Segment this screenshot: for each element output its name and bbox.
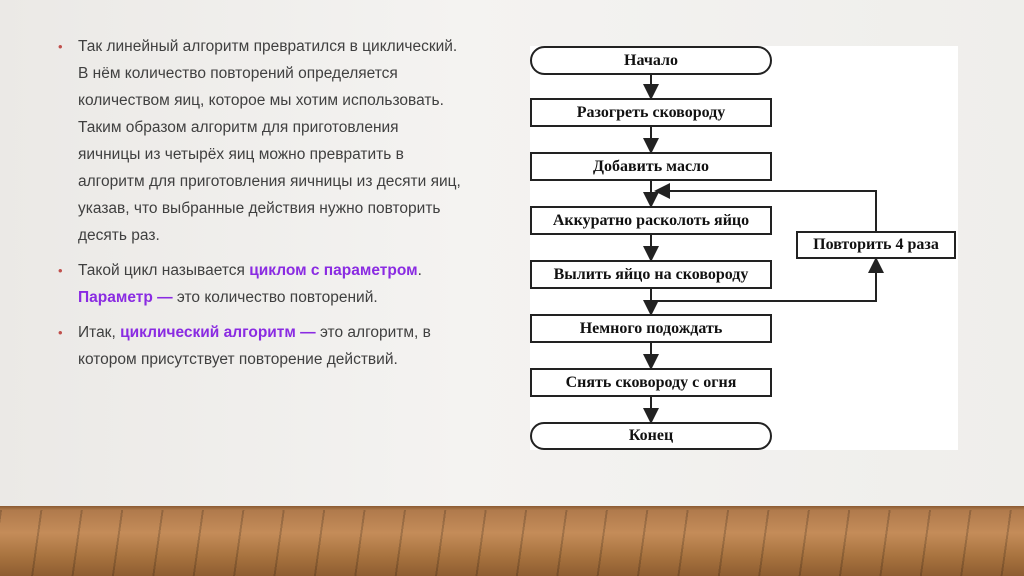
text-block: • Так линейный алгоритм превратился в ци… xyxy=(58,33,463,381)
paragraph-3: • Итак, циклический алгоритм — это алгор… xyxy=(58,319,463,373)
flow-step-6: Снять сковороду с огня xyxy=(530,368,772,397)
flow-end: Конец xyxy=(530,422,772,450)
arrow-loop-return xyxy=(651,257,884,302)
paragraph-3-text-b: это алгоритм, в котором присутствует пов… xyxy=(78,324,431,368)
flow-end-label: Конец xyxy=(628,427,674,444)
floor-edge xyxy=(0,506,1024,512)
flow-step-3-label: Аккуратно расколоть яйцо xyxy=(552,211,750,229)
flow-step-2-label: Добавить масло xyxy=(592,157,710,175)
paragraph-2-text-a: Такой цикл называется xyxy=(78,262,250,279)
flow-step-5-label: Немного подождать xyxy=(579,319,723,337)
paragraph-1: • Так линейный алгоритм превратился в ци… xyxy=(58,33,463,249)
wooden-floor xyxy=(0,510,1024,576)
paragraph-2-text-b: . xyxy=(417,262,422,279)
flow-step-3: Аккуратно расколоть яйцо xyxy=(530,206,772,235)
flowchart-arrows xyxy=(643,75,884,424)
flowchart-panel: Начало Разогреть сковороду Добавить масл… xyxy=(530,46,958,450)
bullet-icon: • xyxy=(58,39,63,54)
paragraph-3-text-a: Итак, xyxy=(78,324,121,341)
flow-start: Начало xyxy=(530,46,772,75)
bullet-icon: • xyxy=(58,325,63,340)
flow-step-4: Вылить яйцо на сковороду xyxy=(530,260,772,289)
paragraph-2: • Такой цикл называется циклом с парамет… xyxy=(58,257,463,311)
flow-step-5: Немного подождать xyxy=(530,314,772,343)
arrow-loop-back xyxy=(654,183,877,231)
bullet-icon: • xyxy=(58,263,63,278)
flow-step-6-label: Снять сковороду с огня xyxy=(565,373,737,391)
flow-step-1-label: Разогреть сковороду xyxy=(576,103,726,121)
flow-step-2: Добавить масло xyxy=(530,152,772,181)
term-parameter: Параметр — xyxy=(78,289,173,306)
flow-loop-label: Повторить 4 раза xyxy=(813,236,939,253)
paragraph-2-text-c: это количество повторений. xyxy=(172,289,378,306)
flow-step-4-label: Вылить яйцо на сковороду xyxy=(553,265,749,283)
paragraph-1-text: Так линейный алгоритм превратился в цикл… xyxy=(78,38,461,244)
term-cycle-with-parameter: циклом с параметром xyxy=(249,262,418,279)
flow-step-1: Разогреть сковороду xyxy=(530,98,772,127)
flow-start-label: Начало xyxy=(624,51,678,69)
flow-loop-box: Повторить 4 раза xyxy=(796,231,956,259)
term-cyclic-algorithm: циклический алгоритм — xyxy=(120,324,316,341)
